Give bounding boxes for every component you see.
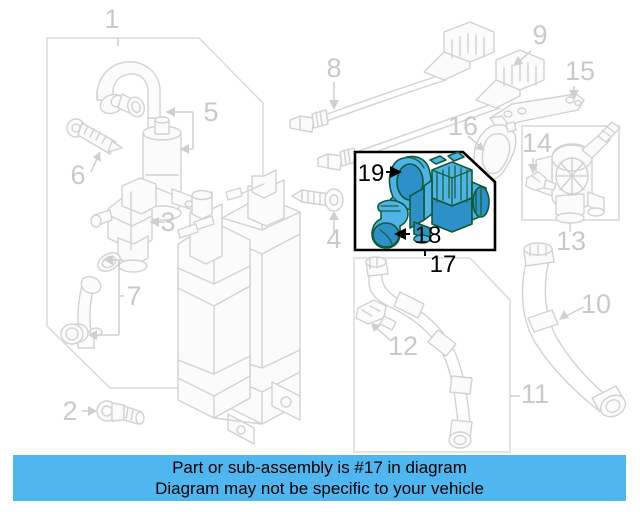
part-bolt-2 — [96, 400, 145, 425]
part-vent-hose-5 — [96, 61, 161, 133]
callout-label-6: 6 — [70, 160, 85, 190]
part-hose-7 — [60, 275, 103, 349]
leader-12 — [371, 323, 391, 341]
leader-18 — [394, 228, 410, 240]
callout-label-1: 1 — [104, 4, 119, 34]
leader-9 — [513, 50, 532, 66]
part-purge-valve-3 — [90, 177, 157, 273]
leader-7 — [88, 255, 124, 340]
callout-label-9: 9 — [532, 20, 547, 50]
leader-4 — [329, 211, 339, 234]
callout-label-4: 4 — [326, 224, 341, 254]
callout-label-15: 15 — [565, 56, 595, 86]
leader-10 — [559, 306, 585, 320]
callout-label-7: 7 — [126, 281, 141, 311]
notice-banner: Part or sub-assembly is #17 in diagram D… — [13, 455, 626, 501]
leader-3 — [150, 217, 165, 227]
notice-banner-line-2: Diagram may not be specific to your vehi… — [155, 479, 484, 498]
part-clip-14 — [525, 171, 557, 191]
callout-label-17: 17 — [430, 251, 457, 278]
leader-16 — [467, 135, 485, 151]
callout-label-12: 12 — [388, 331, 418, 361]
group-outline-11 — [353, 257, 511, 453]
leader-2 — [82, 406, 97, 416]
callout-label-16: 16 — [448, 111, 478, 141]
callout-label-14: 14 — [522, 128, 552, 158]
part-screw-6 — [66, 118, 123, 155]
part-o2-sensor-9 — [317, 49, 545, 171]
callout-label-8: 8 — [326, 53, 341, 83]
notice-banner-line-1: Part or sub-assembly is #17 in diagram — [172, 458, 467, 477]
leader-14 — [528, 158, 538, 174]
leader-15 — [569, 86, 579, 100]
part-evap-canister — [142, 116, 301, 445]
callout-label-10: 10 — [581, 289, 611, 319]
leader-5 — [166, 107, 194, 154]
part-coolant-line-11 — [365, 256, 473, 449]
leader-19 — [386, 166, 402, 178]
callout-label-11: 11 — [521, 379, 549, 409]
part-water-pump-13 — [535, 121, 621, 224]
part-o2-sensor-8 — [289, 21, 495, 133]
part-sensor-connector-12 — [355, 299, 397, 331]
callout-label-2: 2 — [62, 396, 77, 426]
leader-6-arrow — [93, 152, 101, 162]
highlighted-pump-body — [409, 151, 490, 244]
part-coolant-hose-10 — [521, 242, 627, 418]
callout-label-5: 5 — [203, 97, 218, 127]
leader-8 — [329, 82, 339, 110]
callout-label-3: 3 — [160, 207, 175, 237]
callout-label-13: 13 — [556, 226, 586, 256]
callout-label-18: 18 — [415, 222, 442, 249]
highlighted-elbow-fitting-18 — [371, 199, 409, 249]
callout-label-19: 19 — [358, 160, 385, 187]
part-screw-4 — [291, 188, 344, 212]
